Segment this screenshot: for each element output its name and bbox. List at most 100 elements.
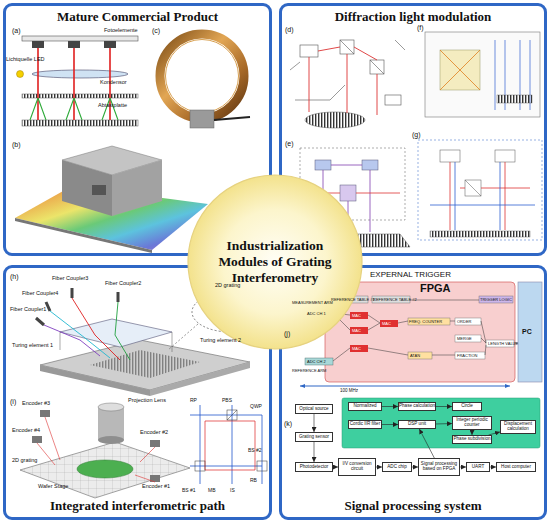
- panel-letter: (f): [417, 24, 424, 31]
- panel-letter: (b): [12, 141, 21, 148]
- optical-schematic: [295, 85, 345, 100]
- integrated-head-sketch: [44, 325, 100, 356]
- lithography-stage-sketch: [40, 410, 50, 417]
- optical-scale-sketch: [30, 98, 118, 120]
- optical-scale-sketch: [32, 70, 128, 78]
- part-label: BS #2: [248, 448, 262, 453]
- block-label: FPGA: [420, 283, 451, 294]
- box-text: Host computer: [501, 465, 531, 470]
- lithography-stage-sketch: [190, 405, 262, 484]
- optical-schematic: [300, 45, 318, 57]
- fpga-block-diagram: [380, 320, 398, 327]
- optical-schematic: [362, 160, 378, 170]
- integrated-head-sketch: [50, 311, 110, 358]
- lithography-stage-sketch: [257, 461, 267, 471]
- part-label: RB: [250, 478, 257, 483]
- process-box: Normalized: [348, 402, 382, 411]
- part-label: RP: [190, 398, 197, 403]
- process-box: Phase calculation: [398, 402, 436, 411]
- panel-letter: (h): [10, 273, 19, 280]
- part-label: PBS: [222, 398, 232, 403]
- box-text: Phase subdivision: [453, 437, 490, 442]
- block-label: TRIGGER LOGIC: [480, 298, 512, 302]
- panel-letter: (g): [412, 131, 421, 138]
- flow-arrow: [436, 423, 452, 424]
- lithography-stage-sketch: [190, 405, 262, 484]
- part-label: MB: [208, 488, 216, 493]
- ring-encoder-photo: [190, 110, 214, 128]
- optical-scale-sketch: [22, 94, 138, 98]
- optical-scale-sketch: [17, 71, 24, 78]
- fpga-block-diagram: [350, 345, 368, 352]
- block-label: ADC CH 2: [307, 360, 326, 364]
- encoder-photo: [15, 146, 208, 253]
- integrated-head-sketch: [72, 298, 120, 360]
- panel-letter: (i): [10, 398, 16, 405]
- fpga-block-diagram: [455, 318, 481, 325]
- optical-schematic: [495, 150, 515, 162]
- optical-schematic: [309, 47, 377, 115]
- flow-arrow: [382, 424, 398, 425]
- block-label: MAC: [352, 329, 361, 333]
- optical-schematic: [305, 112, 365, 128]
- part-label: Fiber Coupler1: [10, 307, 46, 313]
- optical-scale-sketch: [104, 41, 116, 48]
- optical-schematic: [465, 180, 481, 196]
- optical-schematic: [465, 180, 481, 196]
- block-label: FRACTION: [457, 354, 477, 358]
- process-box: Signal processing based on FPGA: [418, 458, 460, 476]
- lithography-stage-sketch: [205, 421, 255, 470]
- part-label: Abtastplatte: [98, 103, 127, 109]
- part-label: Encoder #1: [142, 484, 170, 490]
- optical-schematic: [370, 60, 384, 74]
- block-label: MAC: [382, 322, 391, 326]
- process-box: Cordic IIR filter: [348, 420, 382, 429]
- optical-schematic: [385, 95, 401, 105]
- part-label: BS #1: [182, 488, 196, 493]
- optical-schematic: [340, 40, 354, 54]
- lithography-stage-sketch: [227, 410, 237, 420]
- box-text: DSP unit: [408, 422, 426, 427]
- part-label: Projection Lens: [128, 398, 166, 404]
- block-label: ATAN: [410, 354, 420, 358]
- block-label: PC: [522, 328, 532, 335]
- optical-schematic: [440, 50, 480, 90]
- lithography-stage-sketch: [98, 403, 124, 411]
- flow-arrow: [382, 406, 398, 407]
- part-label: Wafer Stage: [38, 484, 68, 490]
- part-label: Fiber Coupler2: [105, 281, 141, 287]
- part-label: Encoder #3: [22, 401, 50, 407]
- signal-flow-background: [342, 398, 540, 448]
- signal-flow-background: [342, 398, 540, 448]
- optical-schematic: [425, 32, 540, 117]
- ring-encoder-photo: [160, 34, 250, 128]
- encoder-photo: [112, 160, 162, 216]
- integrated-head-sketch: [90, 350, 200, 378]
- optical-schematic: [497, 95, 532, 103]
- flow-arrow: [314, 442, 315, 462]
- fpga-block-diagram: [350, 327, 368, 334]
- fpga-block-diagram: [479, 296, 513, 303]
- lithography-stage-sketch: [20, 442, 190, 498]
- lithography-stage-sketch: [195, 461, 205, 471]
- optical-schematic: [450, 162, 530, 230]
- panel-letter: (e): [285, 140, 294, 147]
- optical-scale-sketch: [32, 41, 44, 48]
- block-label: MERGE: [457, 337, 472, 341]
- signal-label: 100 MHz: [340, 389, 358, 394]
- part-label: 2D grating: [12, 458, 37, 464]
- box-text: Phase calculation: [399, 404, 435, 409]
- part-label: Encoder #2: [140, 430, 168, 436]
- integrated-head-sketch: [115, 302, 130, 360]
- fpga-block-diagram: [333, 300, 518, 361]
- optical-schematic: [315, 160, 331, 170]
- integrated-head-sketch: [60, 332, 172, 352]
- optical-schematic: [418, 140, 542, 240]
- flow-arrow: [419, 429, 434, 458]
- box-text: Circle: [461, 404, 473, 409]
- lithography-stage-sketch: [20, 403, 267, 498]
- box-text: Normalized: [353, 404, 376, 409]
- box-text: Optical source: [299, 407, 328, 412]
- process-box: Optical source: [295, 404, 333, 414]
- block-label: MAC: [352, 347, 361, 351]
